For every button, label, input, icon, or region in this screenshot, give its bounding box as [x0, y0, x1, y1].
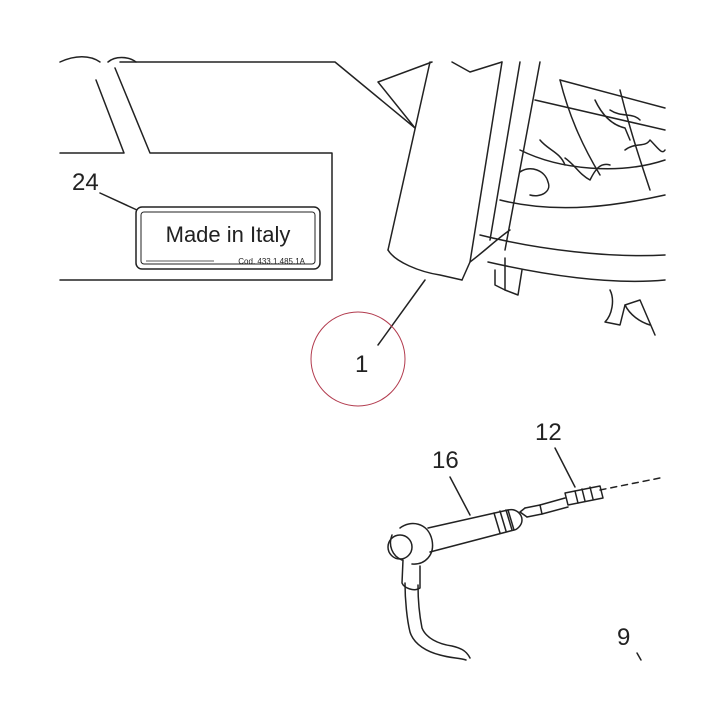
callout-1: 1: [355, 351, 368, 378]
leader-line-1: [377, 279, 426, 346]
callout-9: 9: [617, 624, 630, 651]
leader-line-12: [554, 447, 576, 488]
callout-12: 12: [535, 419, 562, 446]
leader-line-24: [99, 192, 138, 211]
frame-tube: [387, 61, 511, 281]
frame-lattice: [479, 61, 666, 336]
decal-code: Cod. 433.1.485.1A: [238, 257, 305, 266]
decal-inner-border: [140, 211, 316, 265]
callout-16: 16: [432, 447, 459, 474]
leader-line-9: [636, 652, 642, 661]
callout-1-highlight-circle: [310, 311, 406, 407]
cable-switch-assembly: [387, 477, 661, 661]
decal-text: Made in Italy: [166, 222, 291, 247]
callout-24: 24: [72, 169, 99, 196]
leader-line-16: [449, 476, 471, 516]
decal-outer-border: [135, 206, 321, 270]
made-in-italy-decal: Made in Italy Cod. 433.1.485.1A: [135, 206, 321, 270]
